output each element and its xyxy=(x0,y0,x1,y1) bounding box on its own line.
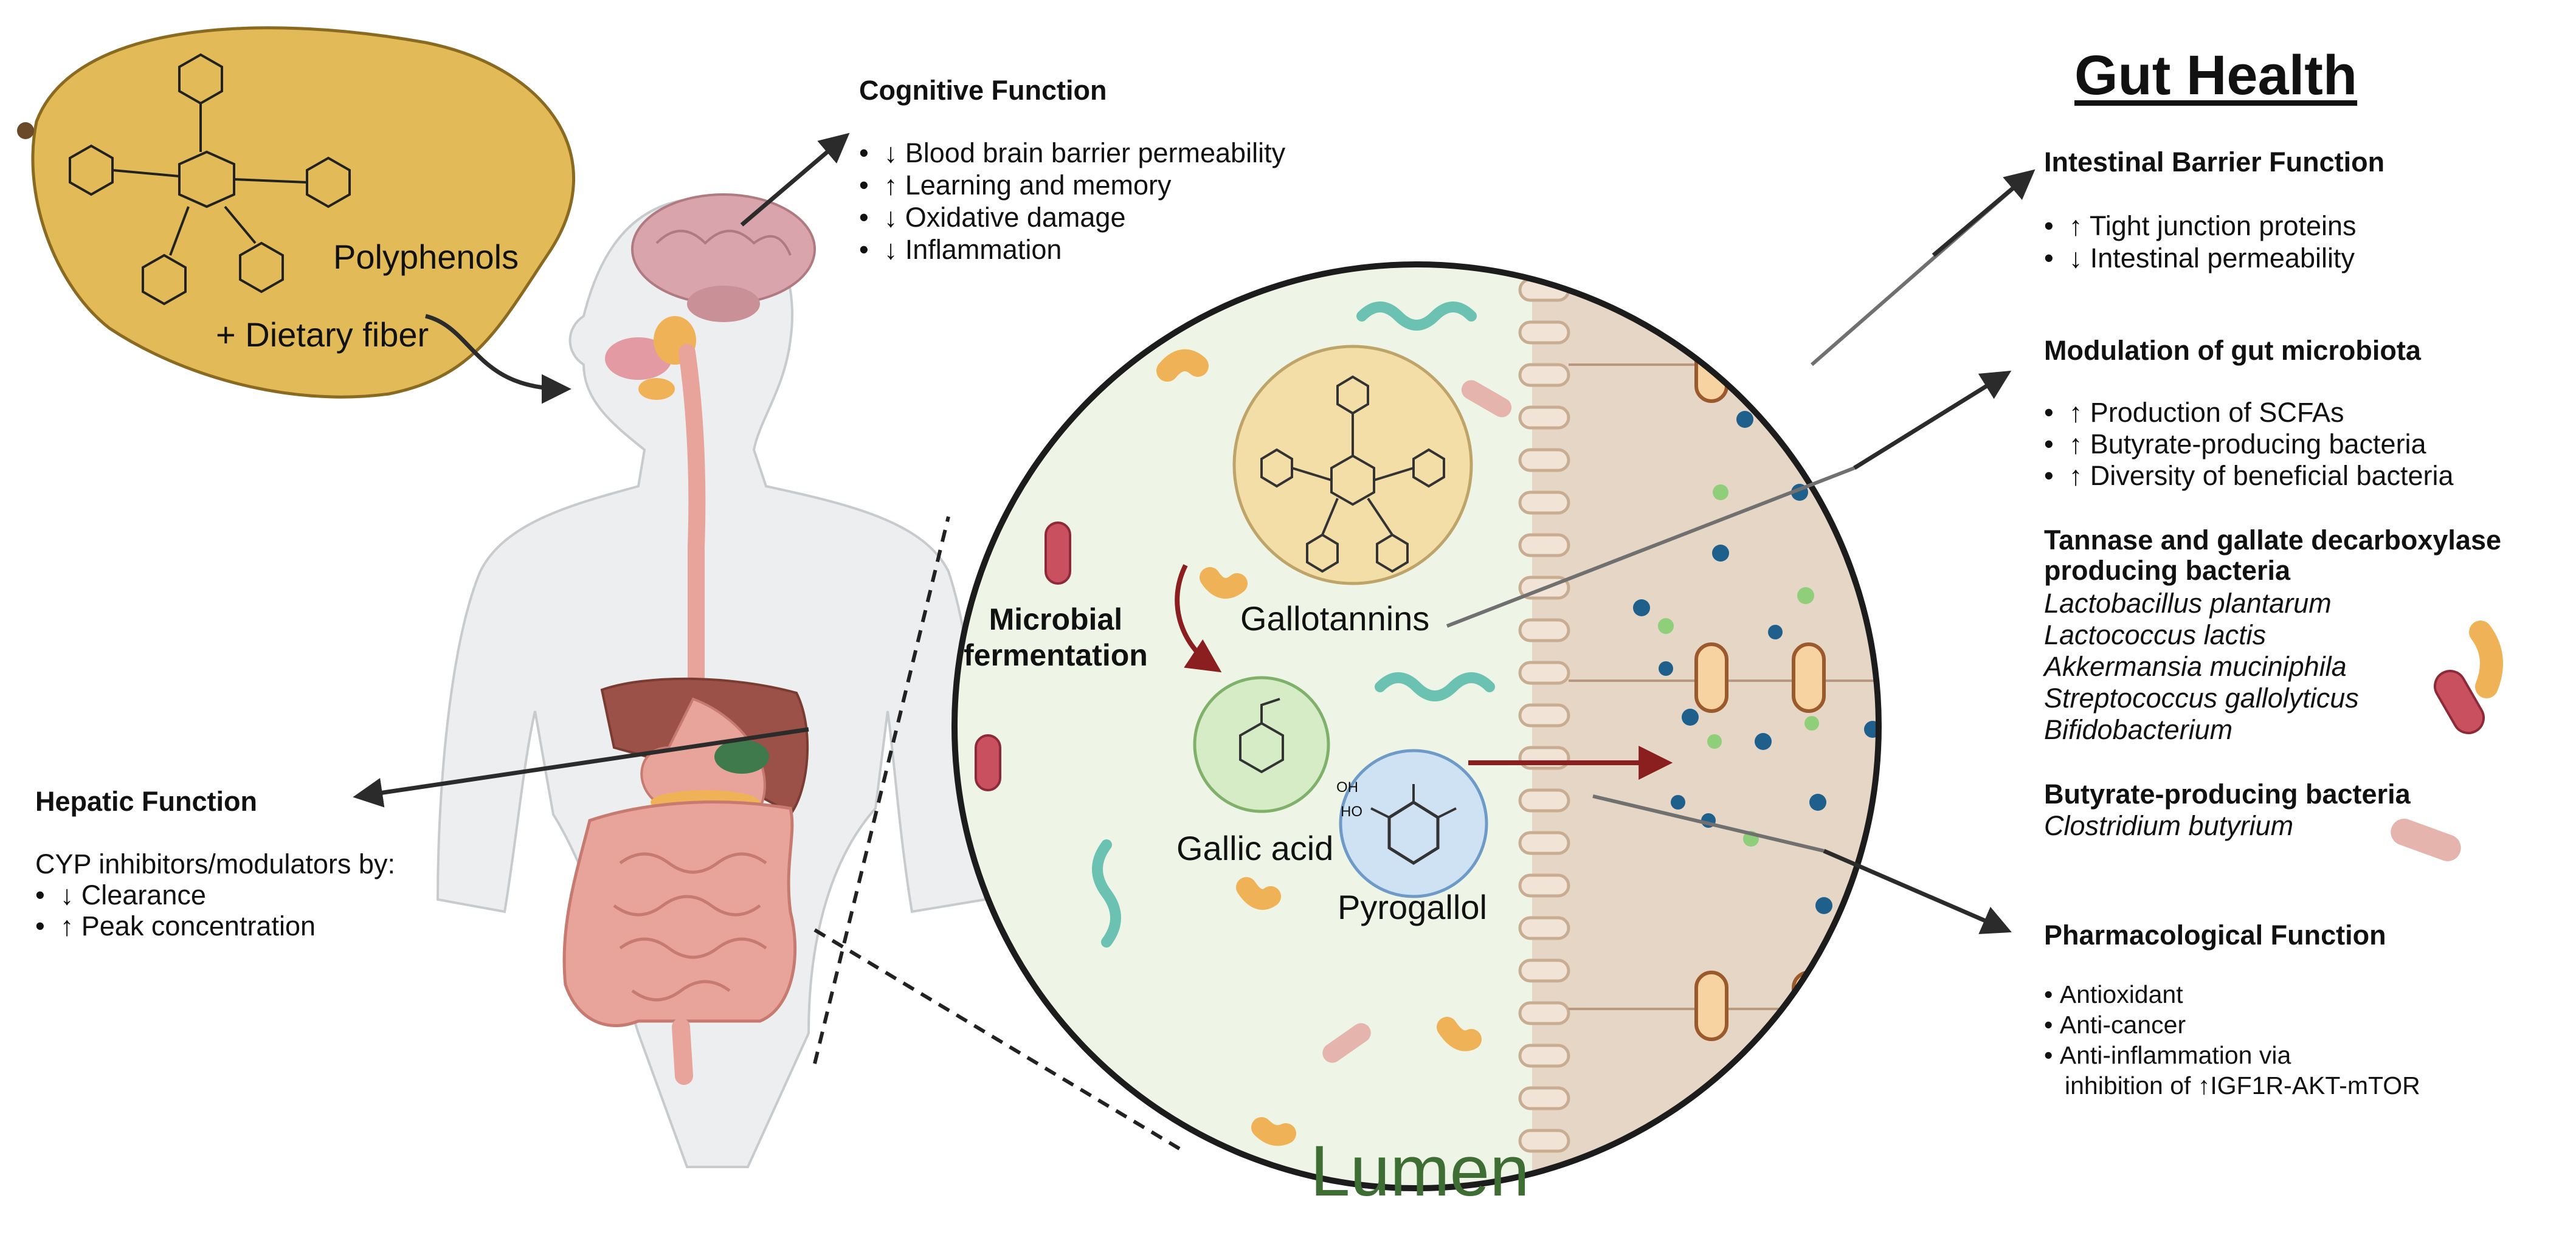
intestines-icon xyxy=(562,800,797,1085)
zoom-line-bottom xyxy=(813,928,1181,1151)
species-item: Lactobacillus plantarum xyxy=(2044,588,2332,619)
pyrogallol-label: Pyrogallol xyxy=(1338,888,1487,926)
cognitive-item: ↓ Blood brain barrier permeability xyxy=(859,137,1285,169)
pharma-item: Anti-inflammation via xyxy=(2044,1041,2291,1070)
gallotannin-molecule xyxy=(1232,345,1473,585)
barrier-arrow-head xyxy=(1932,169,2036,257)
pyrogallol-molecule xyxy=(1339,749,1488,898)
barrier-item: ↓ Intestinal permeability xyxy=(2044,242,2355,274)
scfa-dots xyxy=(1633,345,1879,914)
zoom-circle xyxy=(951,261,1882,1191)
pharma-title: Pharmacological Function xyxy=(2044,920,2386,951)
hepatic-arrow xyxy=(353,727,809,808)
pharma-arrow xyxy=(1592,794,1825,853)
gallic-acid-molecule xyxy=(1193,676,1330,813)
gallic-acid-label: Gallic acid xyxy=(1176,829,1334,867)
polyphenols-label: Polyphenols xyxy=(333,238,519,276)
microbiota-arrow-head xyxy=(1853,370,2012,470)
zoom-line-top xyxy=(813,516,950,1064)
species-item: Streptococcus gallolyticus xyxy=(2044,683,2359,714)
cognitive-item: ↓ Inflammation xyxy=(859,233,1062,266)
pharma-item: Antioxidant xyxy=(2044,980,2183,1009)
species-item: Bifidobacterium xyxy=(2044,714,2233,745)
species-item: Clostridium butyrium xyxy=(2044,810,2294,841)
mango-icon xyxy=(17,26,576,399)
hepatic-item: ↑ Peak concentration xyxy=(35,910,316,942)
tannase-title-line1: Tannase and gallate decarboxylase xyxy=(2044,525,2501,556)
cognitive-item: ↑ Learning and memory xyxy=(859,169,1172,201)
hepatic-title: Hepatic Function xyxy=(35,786,258,817)
butyrate-title: Butyrate-producing bacteria xyxy=(2044,779,2411,810)
pharma-item: Anti-cancer xyxy=(2044,1010,2186,1039)
microbiota-title: Modulation of gut microbiota xyxy=(2044,335,2421,366)
microbiota-item: ↑ Butyrate-producing bacteria xyxy=(2044,428,2426,460)
microbiota-item: ↑ Diversity of beneficial bacteria xyxy=(2044,459,2454,492)
fermentation-arrow xyxy=(1175,564,1222,673)
cognitive-arrow xyxy=(740,132,850,227)
cognitive-title: Cognitive Function xyxy=(859,75,1107,106)
pharma-item-continuation: inhibition of ↑IGF1R-AKT-mTOR xyxy=(2065,1072,2420,1099)
barrier-item: ↑ Tight junction proteins xyxy=(2044,210,2357,242)
pyrogallol-oh-label: OH xyxy=(1336,779,1358,796)
fermentation-label: Microbial fermentation xyxy=(964,602,1148,672)
bacteria-icons xyxy=(975,301,1512,1146)
tannase-title-line2: producing bacteria xyxy=(2044,555,2291,586)
legend-bacteria-icons xyxy=(2391,621,2503,861)
lumen-label: Lumen xyxy=(1310,1131,1530,1211)
gut-health-title: Gut Health xyxy=(2074,44,2358,106)
pyrogallol-ho-label: HO xyxy=(1341,803,1362,820)
intake-arrow xyxy=(425,314,571,404)
species-item: Lactococcus lactis xyxy=(2044,619,2267,650)
hepatic-intro: CYP inhibitors/modulators by: xyxy=(35,848,395,879)
microbiota-item: ↑ Production of SCFAs xyxy=(2044,396,2344,428)
esophagus-icon xyxy=(679,344,706,707)
hepatic-item: ↓ Clearance xyxy=(35,879,206,911)
cognitive-item: ↓ Oxidative damage xyxy=(859,201,1126,233)
pharma-arrow-head xyxy=(1823,848,2012,934)
brain-icon xyxy=(631,193,816,322)
microbiota-arrow xyxy=(1446,466,1856,628)
dietary-fiber-label: + Dietary fiber xyxy=(216,315,429,354)
gallotannins-label: Gallotannins xyxy=(1240,599,1430,638)
species-item: Akkermansia muciniphila xyxy=(2044,651,2347,682)
barrier-title: Intestinal Barrier Function xyxy=(2044,146,2385,177)
gallbladder-icon xyxy=(714,740,769,774)
polyphenol-structure-icon xyxy=(69,53,351,306)
